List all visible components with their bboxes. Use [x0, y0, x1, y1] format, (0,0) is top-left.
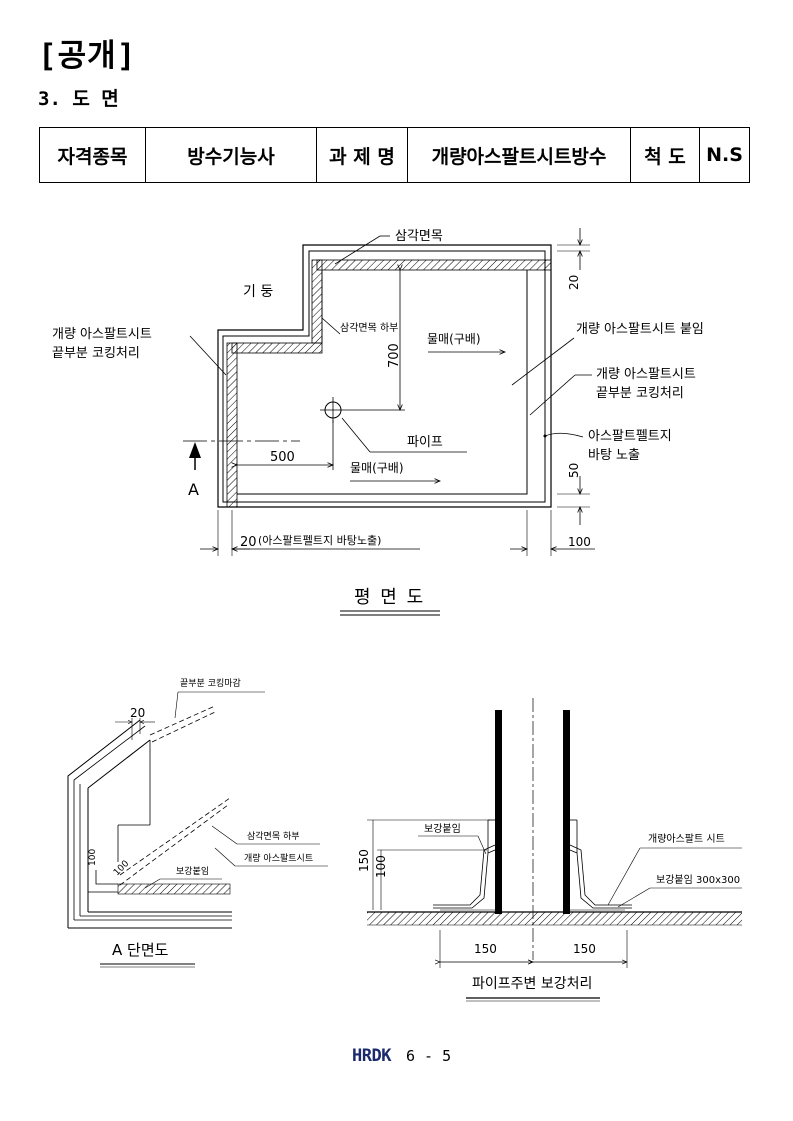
info-value-scale: N.S [699, 127, 750, 183]
section-dim-100: 100 [88, 849, 98, 866]
pipe-label: 파이프 [407, 435, 443, 450]
sheet-end-left-label-2: 끝부분 코킹처리 [52, 346, 140, 361]
section-mark-a: A [188, 480, 199, 499]
page-title: [공개] [38, 38, 137, 74]
column-label: 기 둥 [243, 284, 273, 300]
sheet-attach-label: 개량 아스팔트시트 붙임 [576, 322, 704, 337]
page-number: 6 - 5 [405, 1047, 452, 1065]
felt-label-2: 바탕 노출 [588, 448, 640, 463]
info-value-task: 개량아스팔트시트방수 [407, 127, 631, 183]
felt-label-1: 아스팔트펠트지 [588, 429, 672, 444]
section-a-view: 끝부분 코킹마감 20 삼각면목 하부 개량 아스팔트시트 보강붙임 100 1… [67, 677, 328, 968]
pipe-dim-150-right: 150 [573, 942, 596, 956]
chamfer-label: 삼각면목 [395, 229, 443, 244]
info-label-task: 과 제 명 [316, 127, 408, 183]
pipe-dim-150-left: 150 [474, 942, 497, 956]
info-table: 자격종목 방수기능사 과 제 명 개량아스팔트시트방수 척 도 N.S [39, 127, 750, 183]
dim-20-bottom: 20 [240, 535, 257, 550]
plan-view: 700 500 A 물매(구배) 물매(구배) 삼각면목 기 둥 삼각면목 하부… [52, 228, 704, 616]
section-dim-20: 20 [130, 706, 145, 720]
page-footer: HRDK 6 - 5 [352, 1046, 451, 1066]
pipe-reinforce-label: 보강붙임 [424, 822, 461, 835]
hrdk-logo: HRDK [352, 1046, 391, 1066]
section-heading: 3. 도 면 [38, 88, 119, 110]
pipe-dim-100-v: 100 [374, 855, 388, 878]
chamfer-under-label: 삼각면목 하부 [340, 321, 398, 334]
dim-50: 50 [567, 463, 581, 478]
section-dim-100b: 100 [112, 859, 131, 878]
pipe-sheet-label: 개량아스팔트 시트 [648, 833, 725, 845]
plan-title: 평 면 도 [354, 587, 425, 608]
section-chamfer-under-label: 삼각면목 하부 [247, 830, 300, 842]
dim-500: 500 [270, 450, 295, 465]
section-caulk-label: 끝부분 코킹마감 [180, 677, 241, 689]
section-sheet-label: 개량 아스팔트시트 [244, 852, 313, 864]
slope-label-1: 물매(구배) [427, 332, 481, 346]
dim-20-top: 20 [567, 275, 581, 290]
dim-20-note: (아스팔트펠트지 바탕노출) [258, 534, 381, 547]
pipe-dim-150-v: 150 [357, 849, 371, 872]
sheet-end-left-label-1: 개량 아스팔트시트 [52, 327, 152, 342]
dim-700: 700 [387, 343, 402, 368]
pipe-reinforce-size-label: 보강붙임 300x300 [656, 873, 740, 886]
section-reinforce-label: 보강붙임 [176, 865, 209, 877]
pipe-detail-title: 파이프주변 보강처리 [472, 976, 592, 992]
sheet-end-right-label-2: 끝부분 코킹처리 [596, 386, 684, 401]
sheet-end-right-label-1: 개량 아스팔트시트 [596, 367, 696, 382]
slope-label-2: 물매(구배) [350, 461, 404, 475]
section-a-title: A 단면도 [112, 941, 169, 959]
pipe-detail-view: 150 100 보강붙임 개량아스팔트 시트 보강붙임 300x300 150 … [357, 698, 793, 1002]
dim-100: 100 [568, 535, 591, 549]
info-label-scale: 척 도 [630, 127, 700, 183]
